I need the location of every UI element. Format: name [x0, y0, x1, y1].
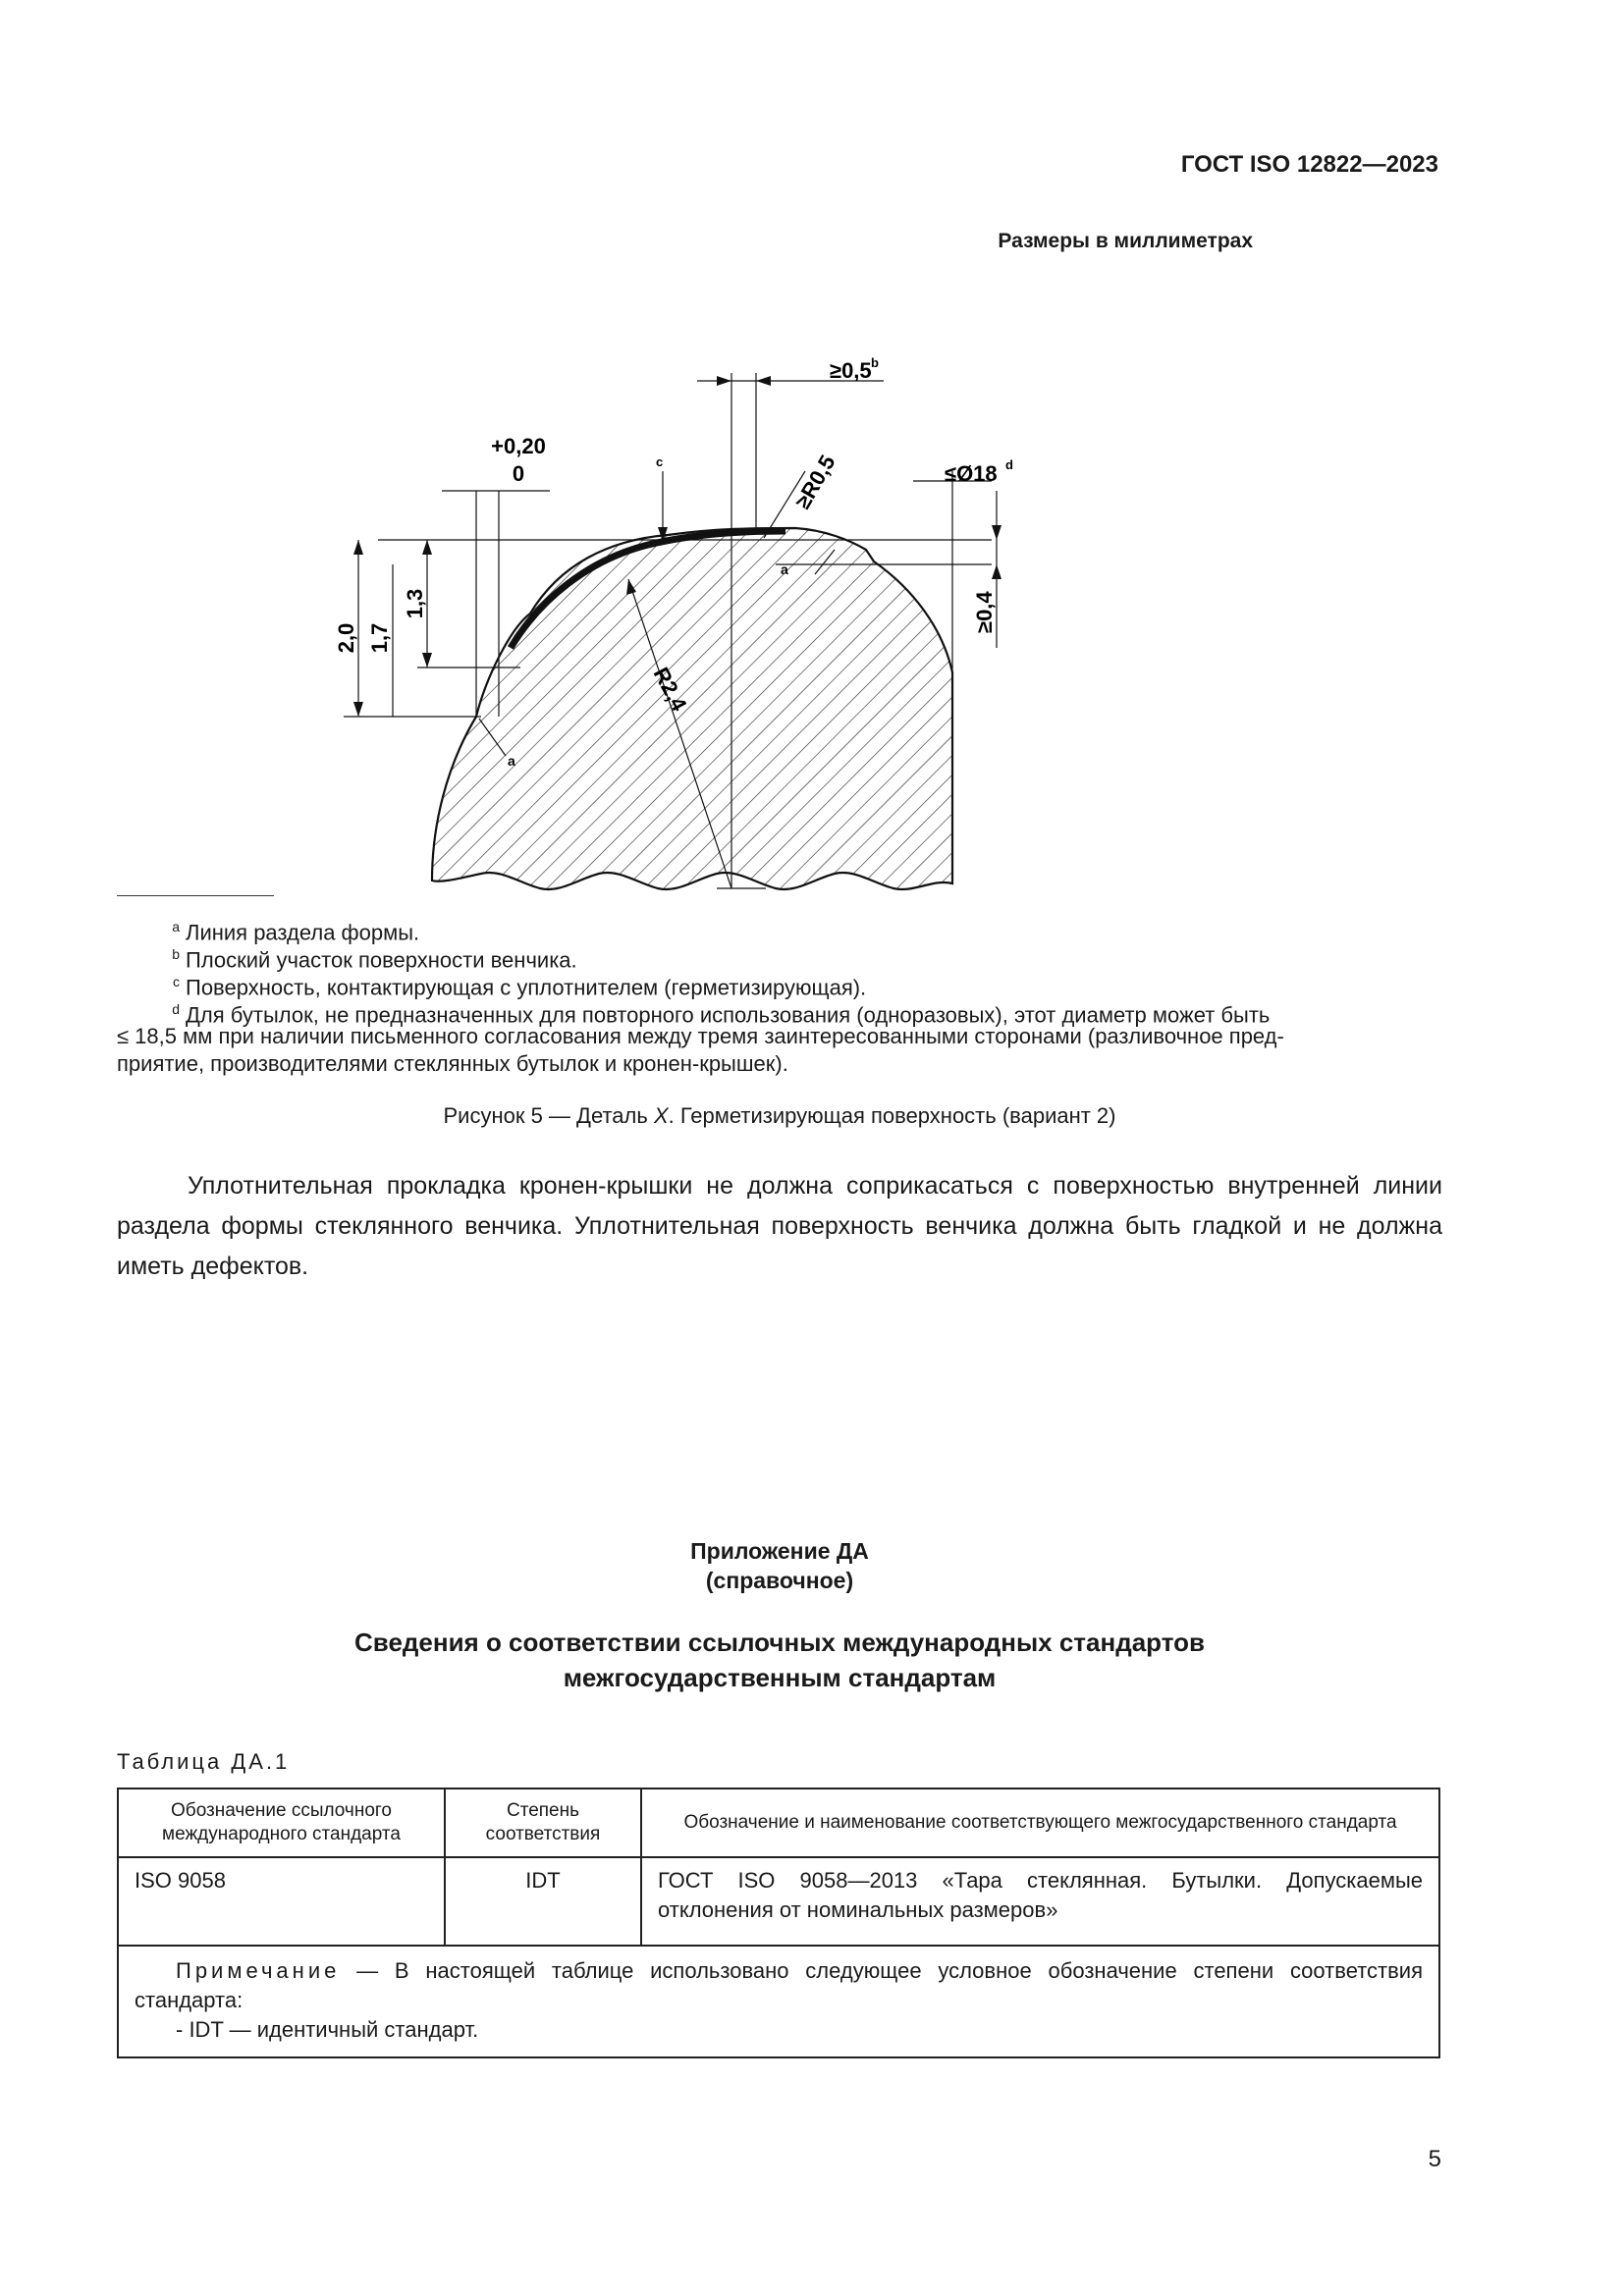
dim-label-05-sup: b [871, 355, 879, 370]
document-header: ГОСТ ISO 12822—2023 [1180, 151, 1438, 178]
diameter-sup: d [1005, 457, 1013, 472]
table-header-cell: Обозначение ссылочного международного ст… [117, 1788, 446, 1858]
appendix-title: Приложение ДА [690, 1538, 869, 1564]
callout-a-right: a [781, 561, 788, 577]
table-cell: ISO 9058 [117, 1856, 446, 1947]
appendix-title-block: Приложение ДА (справочное) [117, 1536, 1442, 1595]
radius-r05-label: ≥R0,5 [790, 451, 840, 512]
dim-label-05: ≥0,5 [830, 358, 872, 383]
dim-label-20: 2,0 [334, 623, 358, 654]
dim-label-13: 1,3 [403, 589, 427, 619]
body-paragraph: Уплотнительная прокладка кронен-крышки н… [117, 1172, 1442, 1280]
technical-drawing: ≥0,5 b +0,20 0 c ≥R0,5 ≤Ø18 d 2,0 1,7 1,… [334, 355, 1013, 891]
sealing-surface-line [507, 527, 786, 650]
table-label: Таблица ДА.1 [117, 1749, 291, 1774]
footnote-d-cont-2: приятие, производителями стеклянных буты… [117, 1051, 788, 1076]
dim-label-17: 1,7 [367, 623, 392, 654]
table-cell: IDT [444, 1856, 642, 1947]
appendix-heading: Сведения о соответствии ссылочных междун… [354, 1628, 1205, 1692]
table-header-row: Обозначение ссылочного международного ст… [117, 1788, 1440, 1858]
reference-table: Обозначение ссылочного международного ст… [117, 1788, 1440, 2058]
appendix-subtitle: (справочное) [705, 1568, 854, 1593]
table-cell: ГОСТ ISO 9058—2013 «Тара стеклянная. Бут… [640, 1856, 1440, 1947]
dim-label-04: ≥0,4 [972, 591, 997, 633]
table-row: ISO 9058 IDT ГОСТ ISO 9058—2013 «Тара ст… [117, 1856, 1440, 1947]
footnote-d-cont-1: ≤ 18,5 мм при наличии письменного соглас… [117, 1024, 1284, 1048]
table-note-row: Примечание — В настоящей таблице использ… [117, 1945, 1440, 2058]
tolerance-upper: +0,20 [491, 434, 546, 458]
table-note: Примечание — В настоящей таблице использ… [117, 1945, 1440, 2058]
figure-caption: Рисунок 5 — Деталь X. Герметизирующая по… [443, 1103, 1116, 1128]
units-note: Размеры в миллиметрах [998, 230, 1253, 252]
finish-profile [430, 526, 954, 891]
footnote-divider [117, 895, 274, 896]
diameter-label: ≤Ø18 [945, 461, 998, 486]
tolerance-lower: 0 [513, 461, 524, 486]
table-header-cell: Обозначение и наименование соответствующ… [640, 1788, 1440, 1858]
callout-c: c [656, 454, 663, 469]
callout-a-left: a [508, 753, 515, 769]
table-header-cell: Степень соответствия [444, 1788, 642, 1858]
page-number: 5 [1428, 2146, 1441, 2172]
